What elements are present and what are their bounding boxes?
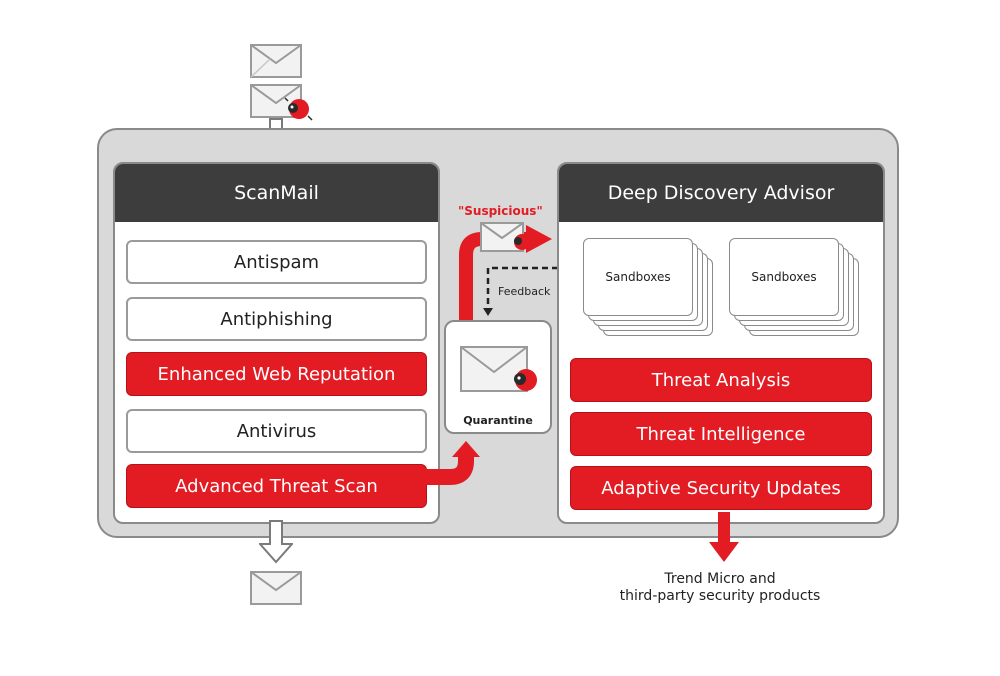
threat-analysis-module: Threat Analysis bbox=[570, 358, 872, 402]
outbound-arrow-icon bbox=[259, 520, 293, 564]
feedback-label: Feedback bbox=[498, 285, 551, 298]
caption-line-1: Trend Micro and bbox=[664, 571, 776, 587]
bug-icon bbox=[284, 97, 313, 121]
antispam-module: Antispam bbox=[126, 240, 427, 284]
sandbox-label-2: Sandboxes bbox=[729, 238, 839, 316]
output-caption: Trend Micro and third-party security pro… bbox=[560, 571, 880, 605]
web-reputation-module: Enhanced Web Reputation bbox=[126, 352, 427, 396]
antivirus-module: Antivirus bbox=[126, 409, 427, 453]
advanced-threat-scan-module: Advanced Threat Scan bbox=[126, 464, 427, 508]
scanmail-panel: ScanMail Antispam Antiphishing Enhanced … bbox=[113, 162, 440, 524]
quarantine-bug-icon bbox=[514, 369, 537, 391]
dda-output-arrow-icon bbox=[709, 512, 739, 562]
sandbox-stack-2: Sandboxes bbox=[729, 238, 869, 342]
antiphishing-module: Antiphishing bbox=[126, 297, 427, 341]
adaptive-security-updates-module: Adaptive Security Updates bbox=[570, 466, 872, 510]
threat-intelligence-module: Threat Intelligence bbox=[570, 412, 872, 456]
incoming-envelope-icon bbox=[250, 44, 302, 78]
outgoing-envelope-icon bbox=[250, 571, 302, 605]
quarantine-label: Quarantine bbox=[463, 414, 533, 427]
sandbox-stack-1: Sandboxes bbox=[583, 238, 723, 342]
feedback-arrow-icon bbox=[483, 266, 558, 316]
scanmail-title: ScanMail bbox=[115, 164, 438, 222]
suspicious-label: "Suspicious" bbox=[458, 204, 543, 218]
quarantine-box: Quarantine bbox=[444, 320, 552, 434]
suspicious-bug-icon bbox=[514, 234, 530, 250]
infected-envelope-icon bbox=[250, 84, 302, 118]
caption-line-2: third-party security products bbox=[619, 588, 821, 604]
sandbox-label-1: Sandboxes bbox=[583, 238, 693, 316]
dda-panel: Deep Discovery Advisor Sandboxes Sandbox… bbox=[557, 162, 885, 524]
dda-title: Deep Discovery Advisor bbox=[559, 164, 883, 222]
